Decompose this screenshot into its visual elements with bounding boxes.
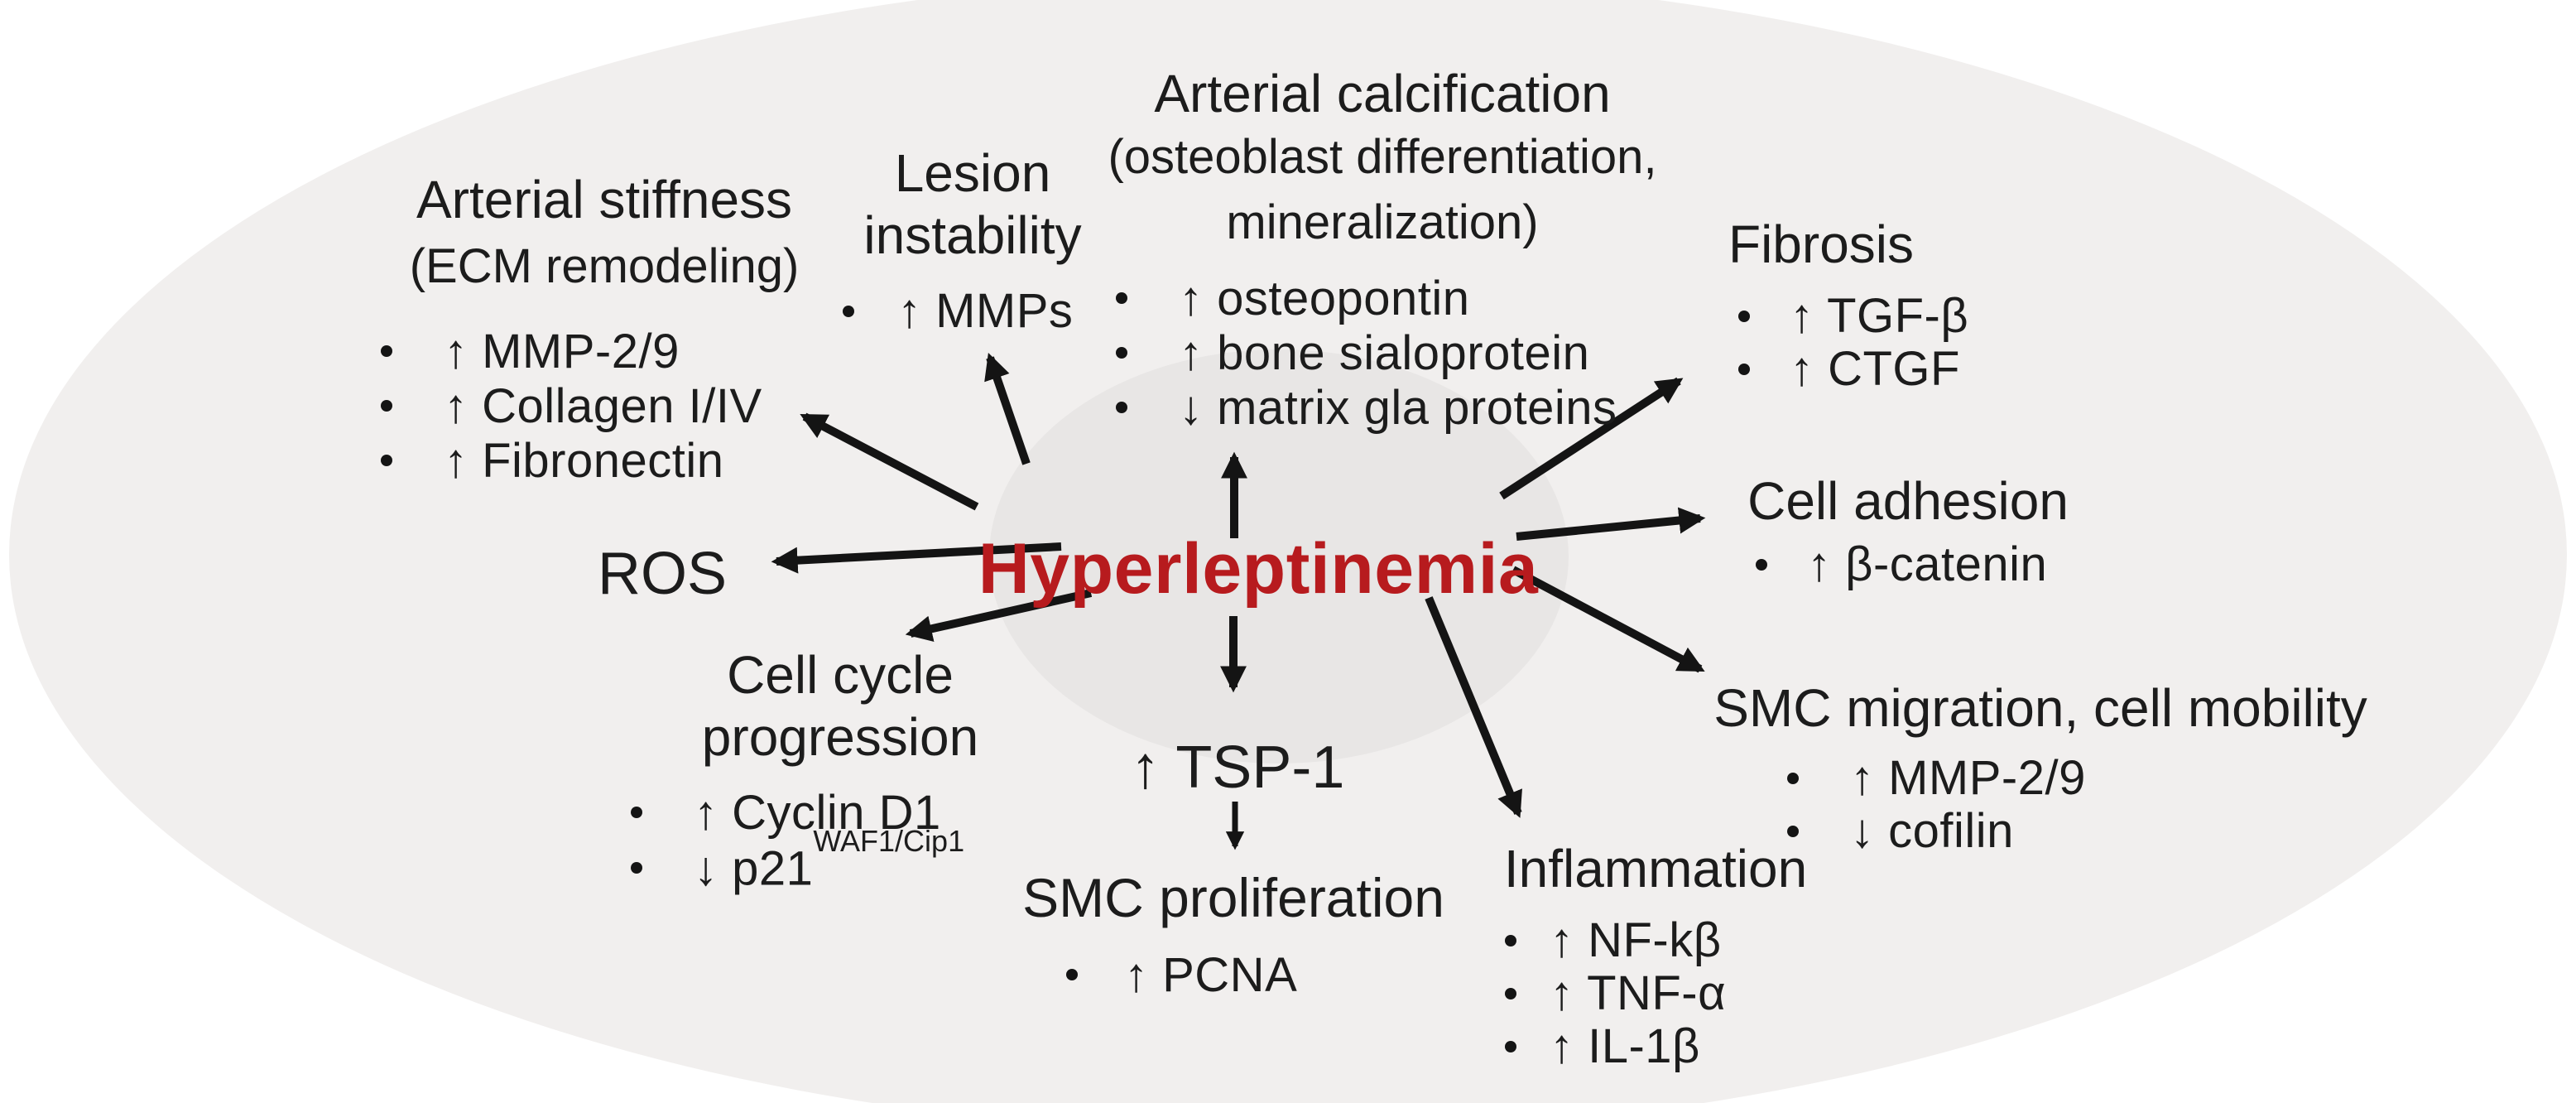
bullet-text: ↑ IL-1β bbox=[1550, 1019, 1700, 1074]
node-cell-adhesion: Cell adhesion ↑ β-catenin bbox=[1722, 471, 2094, 592]
arrow-center-to-inflammation bbox=[1425, 596, 1522, 818]
bullet-icon bbox=[1116, 402, 1127, 414]
bullet-icon bbox=[1505, 1040, 1516, 1052]
bullet-text: ↑ TGF-β bbox=[1790, 289, 1969, 344]
bullet-text-main: ↓ p21 bbox=[694, 840, 814, 895]
list-item: ↑ TNF-α bbox=[1505, 966, 1829, 1021]
bullet-text: ↑ MMP-2/9 bbox=[444, 324, 680, 378]
arterial-calcification-title: Arterial calcification bbox=[1154, 64, 1611, 123]
bullet-icon bbox=[1066, 969, 1078, 980]
node-cell-cycle: Cell cycle progression ↑ Cyclin D1 ↓ p21… bbox=[613, 644, 1068, 896]
bullet-icon bbox=[1787, 772, 1799, 784]
bullet-icon bbox=[381, 455, 392, 467]
arrow-center-to-cell-adhesion bbox=[1516, 507, 1706, 541]
node-arterial-stiffness: Arterial stiffness (ECM remodeling) ↑ MM… bbox=[348, 170, 861, 488]
bullet-text: ↑ Collagen I/IV bbox=[444, 378, 762, 433]
list-item: ↓ matrix gla proteins bbox=[1116, 380, 1664, 435]
bullet-text: ↑ Cyclin D1 bbox=[694, 785, 941, 840]
arrow-center-to-lesion-instability bbox=[984, 352, 1031, 465]
list-item: ↑ TGF-β bbox=[1738, 289, 1987, 344]
bullet-icon bbox=[1116, 347, 1127, 359]
bullet-icon bbox=[381, 345, 392, 358]
bullet-text: ↑ bone sialoprotein bbox=[1179, 325, 1590, 380]
list-item: ↑ bone sialoprotein bbox=[1116, 325, 1664, 380]
arrow-center-to-fibrosis bbox=[1499, 377, 1684, 500]
bullet-icon bbox=[1738, 363, 1750, 375]
node-smc-migration: SMC migration, cell mobility ↑ MMP-2/9 ↓… bbox=[1705, 678, 2376, 859]
cell-cycle-title-line1: Cell cycle bbox=[727, 645, 954, 705]
node-smc-proliferation-bullets: ↑ PCNA bbox=[1050, 947, 1298, 1002]
lesion-instability-title: Lesion instability bbox=[836, 142, 1109, 267]
list-item: ↑ osteopontin bbox=[1116, 271, 1664, 325]
bullet-text: ↓ p21WAF1/Cip1 bbox=[694, 824, 964, 896]
list-item: ↑ PCNA bbox=[1050, 947, 1298, 1002]
arterial-calcification-subtitle1: (osteoblast differentiation, bbox=[1108, 129, 1657, 184]
cell-adhesion-title: Cell adhesion bbox=[1747, 471, 2069, 531]
arrow-center-to-ros bbox=[771, 542, 1062, 574]
list-item: ↑ MMP-2/9 bbox=[1787, 751, 2376, 806]
list-item: ↑ MMP-2/9 bbox=[381, 324, 861, 378]
bullet-text: ↑ MMPs bbox=[897, 284, 1074, 339]
bullet-text: ↑ CTGF bbox=[1790, 342, 1960, 397]
lesion-title-line2: instability bbox=[863, 205, 1082, 265]
bullet-text: ↑ β-catenin bbox=[1807, 537, 2048, 592]
list-item: ↑ β-catenin bbox=[1756, 537, 2094, 592]
bullet-text: ↓ cofilin bbox=[1850, 804, 2014, 859]
bullet-icon bbox=[1738, 310, 1750, 322]
cell-cycle-title-line2: progression bbox=[701, 706, 979, 767]
arrow-center-to-arterial-stiffness bbox=[800, 412, 979, 511]
node-tsp1: ↑ TSP-1 bbox=[1130, 735, 1345, 801]
bullet-text: ↑ Fibronectin bbox=[444, 433, 724, 488]
bullet-text-superscript: WAF1/Cip1 bbox=[813, 823, 965, 858]
list-item: ↑ Collagen I/IV bbox=[381, 378, 861, 433]
list-item: ↑ NF-kβ bbox=[1505, 913, 1829, 968]
list-item: ↑ Fibronectin bbox=[381, 433, 861, 488]
bullet-icon bbox=[1116, 292, 1127, 305]
bullet-icon bbox=[381, 400, 392, 412]
list-item: ↓ p21WAF1/Cip1 bbox=[631, 824, 1068, 896]
bullet-icon bbox=[631, 807, 642, 819]
bullet-text: ↓ matrix gla proteins bbox=[1179, 380, 1617, 435]
node-smc-proliferation-title: SMC proliferation bbox=[1022, 867, 1444, 928]
list-item: ↑ IL-1β bbox=[1505, 1019, 1829, 1074]
arrow-center-to-smc-migration bbox=[1511, 566, 1705, 673]
node-lesion-instability: Lesion instability ↑ MMPs bbox=[836, 142, 1109, 338]
bullet-text: ↑ MMP-2/9 bbox=[1850, 751, 2086, 806]
list-item: ↑ MMPs bbox=[843, 284, 1109, 339]
arterial-stiffness-title: Arterial stiffness bbox=[416, 170, 793, 229]
bullet-text: ↑ osteopontin bbox=[1179, 271, 1470, 325]
smc-migration-title: SMC migration, cell mobility bbox=[1713, 678, 2367, 738]
node-hyperleptinemia: Hyperleptinemia bbox=[978, 529, 1539, 609]
list-item: ↑ CTGF bbox=[1738, 342, 1987, 397]
fibrosis-title: Fibrosis bbox=[1728, 214, 1915, 274]
list-item: ↑ Cyclin D1 bbox=[631, 785, 1068, 840]
bullet-icon bbox=[1505, 987, 1516, 999]
node-arterial-calcification: Arterial calcification (osteoblast diffe… bbox=[1101, 64, 1664, 435]
arterial-calcification-subtitle2: mineralization) bbox=[1226, 195, 1539, 250]
node-inflammation: Inflammation ↑ NF-kβ ↑ TNF-α ↑ IL-1β bbox=[1482, 839, 1829, 1074]
bullet-text: ↑ NF-kβ bbox=[1550, 913, 1722, 968]
list-item: ↓ cofilin bbox=[1787, 804, 2376, 859]
arrow-center-to-cell-cycle bbox=[905, 589, 1093, 642]
inflammation-title: Inflammation bbox=[1503, 839, 1808, 898]
lesion-title-line1: Lesion bbox=[894, 143, 1051, 203]
bullet-icon bbox=[843, 305, 854, 317]
arterial-stiffness-subtitle: (ECM remodeling) bbox=[409, 238, 800, 293]
node-ros: ROS bbox=[597, 541, 728, 607]
bullet-text: ↑ TNF-α bbox=[1550, 966, 1727, 1021]
bullet-icon bbox=[1787, 825, 1799, 837]
cell-cycle-title: Cell cycle progression bbox=[613, 644, 1068, 768]
bullet-icon bbox=[1756, 558, 1767, 571]
bullet-icon bbox=[1505, 934, 1516, 946]
bullet-icon bbox=[631, 862, 642, 874]
node-fibrosis: Fibrosis ↑ TGF-β ↑ CTGF bbox=[1656, 214, 1987, 397]
bullet-text: ↑ PCNA bbox=[1124, 947, 1298, 1002]
